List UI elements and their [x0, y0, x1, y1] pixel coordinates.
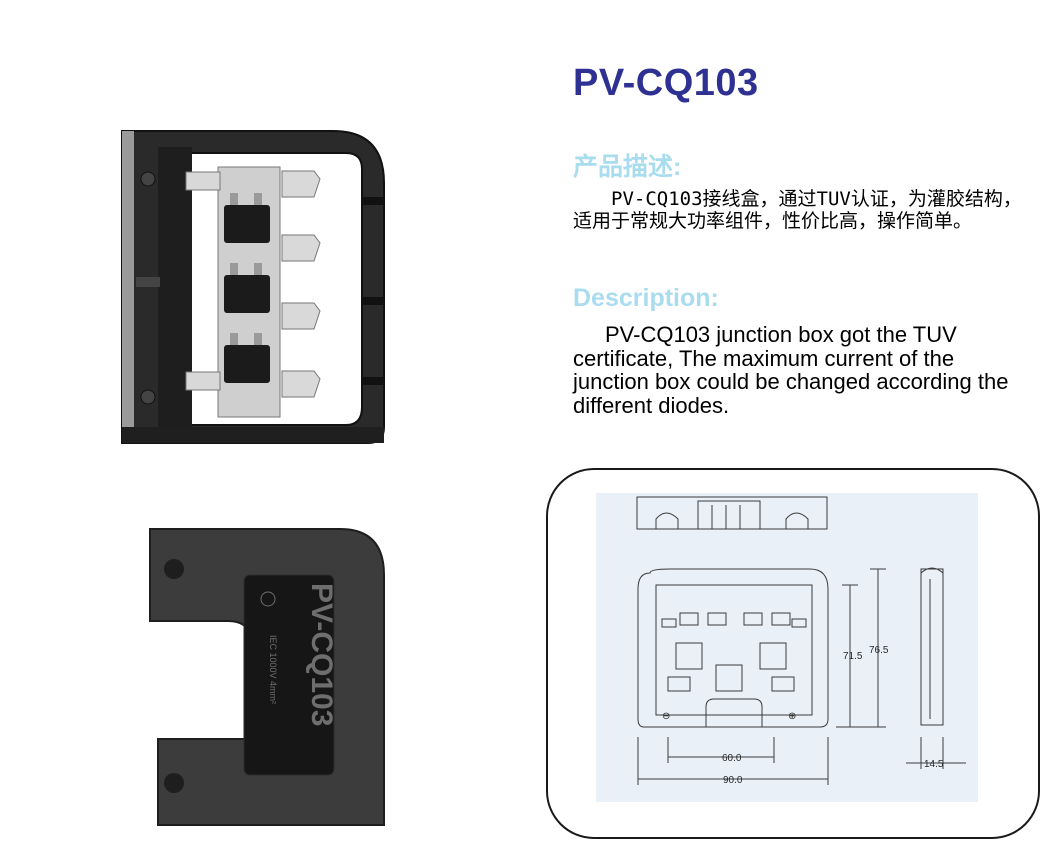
junction-box-open-illustration: [121, 130, 385, 444]
technical-drawing-svg: ⊖ ⊕ 71.5 76.5 60.0 90.0 14.5: [636, 496, 966, 786]
product-title: PV-CQ103: [573, 62, 759, 104]
junction-box-lid-illustration: PV-CQ103 IEC 1000V 4mm²: [149, 528, 385, 826]
front-view-outline: [637, 568, 829, 728]
technical-drawing: ⊖ ⊕ 71.5 76.5 60.0 90.0 14.5: [596, 493, 978, 802]
plus-terminal-symbol: ⊕: [788, 711, 796, 722]
lid-model-label: PV-CQ103: [305, 583, 338, 726]
side-view-right: [920, 568, 944, 726]
junction-box-lid-photo: PV-CQ103 IEC 1000V 4mm²: [148, 525, 386, 827]
minus-terminal-symbol: ⊖: [662, 711, 670, 722]
dimension-inner-height: 71.5: [843, 651, 863, 662]
dimension-outer-width: 90.0: [723, 775, 743, 786]
junction-box-open-photo: [118, 127, 388, 447]
dimension-outer-height: 76.5: [869, 645, 889, 656]
english-description-heading: Description:: [573, 284, 719, 312]
lid-rating-label: IEC 1000V 4mm²: [268, 635, 278, 704]
chinese-description-heading: 产品描述:: [573, 153, 682, 181]
english-description-body: PV-CQ103 junction box got the TUV certif…: [573, 322, 1009, 418]
chinese-description-body: PV-CQ103接线盒，通过TUV认证，为灌胶结构，适用于常规大功率组件，性价比…: [573, 188, 1022, 232]
dimension-inner-width: 60.0: [722, 753, 742, 764]
dimension-depth: 14.5: [924, 759, 944, 770]
